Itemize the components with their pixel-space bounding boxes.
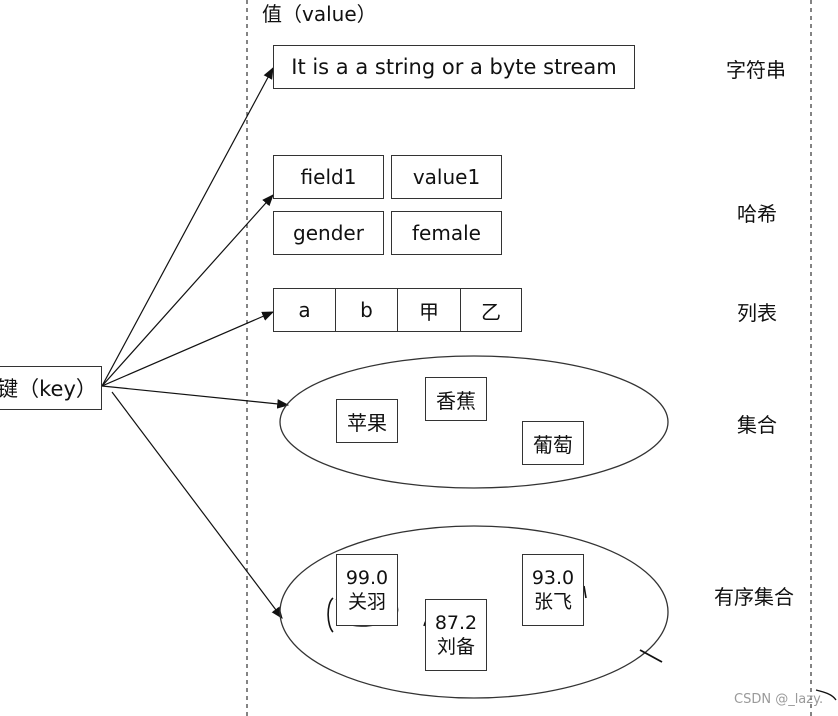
- zset-member-box: 99.0 关羽: [336, 554, 398, 626]
- zset-member: 刘备: [436, 636, 475, 658]
- hash-value-cell: value1: [391, 155, 502, 199]
- arrow-to-string: [101, 66, 274, 387]
- watermark: CSDN @_lazy.: [734, 692, 824, 707]
- zset-member: 关羽: [347, 591, 386, 613]
- hash-field-cell: field1: [273, 155, 384, 199]
- arrow-to-hash: [101, 194, 274, 387]
- set-ellipse: [279, 355, 669, 489]
- list-type-label: 列表: [737, 301, 777, 325]
- key-box: 键（key）: [0, 366, 102, 410]
- set-type-label: 集合: [737, 413, 777, 437]
- zset-type-label: 有序集合: [714, 585, 794, 609]
- zset-member: 张飞: [533, 591, 572, 613]
- hash-value-cell: female: [391, 211, 502, 255]
- arrow-to-zset: [111, 391, 283, 619]
- list-item-cell: a: [273, 288, 336, 332]
- zset-score: 87.2: [434, 612, 478, 634]
- list-item-cell: 甲: [397, 288, 461, 332]
- string-type-label: 字符串: [726, 58, 786, 82]
- zset-ellipse: [279, 525, 669, 699]
- set-member-box: 苹果: [336, 399, 398, 443]
- set-member-box: 香蕉: [425, 377, 487, 421]
- arrow-to-set: [101, 385, 290, 409]
- zset-member-box: 93.0 张飞: [522, 554, 584, 626]
- value-header: 值（value）: [262, 2, 377, 26]
- hash-type-label: 哈希: [737, 202, 777, 226]
- pen-mark-right-edge: [815, 689, 837, 701]
- key-label: 键（key）: [0, 377, 97, 401]
- zset-score: 99.0: [345, 567, 389, 589]
- list-item-cell: 乙: [460, 288, 522, 332]
- pen-mark-tick: [583, 585, 587, 599]
- hash-field-cell: gender: [273, 211, 384, 255]
- arrow-to-list: [101, 311, 275, 387]
- string-value: It is a a string or a byte stream: [291, 55, 617, 79]
- string-value-box: It is a a string or a byte stream: [273, 45, 635, 89]
- zset-score: 93.0: [531, 567, 575, 589]
- list-item-cell: b: [335, 288, 398, 332]
- set-member-box: 葡萄: [522, 421, 584, 465]
- pen-mark-slash: [639, 649, 663, 663]
- zset-member-box: 87.2 刘备: [425, 599, 487, 671]
